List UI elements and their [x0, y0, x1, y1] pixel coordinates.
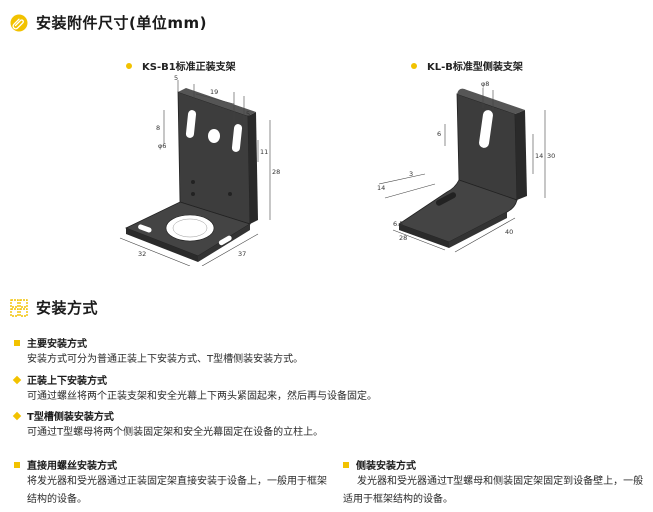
dim-label: φ8	[481, 80, 489, 88]
dim-label: 6.5	[393, 220, 403, 228]
bracket2-caption-text: KL-B标准型侧装支架	[427, 62, 523, 73]
dim-label: 37	[238, 250, 246, 258]
bullet-diamond-icon	[12, 411, 22, 420]
bullet-square-icon	[343, 461, 349, 468]
dim-label: 14	[535, 152, 543, 160]
front-method-title: 正装上下安装方式	[27, 376, 107, 387]
grid-icon	[10, 298, 28, 317]
paperclip-icon	[10, 14, 28, 32]
front-method-heading: 正装上下安装方式	[12, 372, 107, 387]
dim-label: 11	[260, 148, 268, 156]
dim-label: 3	[409, 170, 413, 178]
side-method-title: 侧装安装方式	[356, 461, 416, 472]
dim-label: 5	[174, 74, 178, 82]
bullet-diamond-icon	[12, 375, 22, 384]
side-method-text: 发光器和受光器通过T型螺母和侧装固定架固定到设备壁上，一般适用于框架结构的设备。	[343, 476, 644, 505]
dim-label: 32	[138, 250, 146, 258]
dim-label: 28	[399, 234, 407, 242]
bullet-square-icon	[14, 461, 20, 468]
direct-method-text: 将发光器和受光器通过正装固定架直接安装于设备上，一般用于框架结构的设备。	[27, 476, 327, 505]
section-header-dimensions: 安装附件尺寸(单位mm)	[10, 12, 207, 33]
dim-label: 28	[272, 168, 280, 176]
dim-label: 40	[505, 228, 513, 236]
main-method-title: 主要安装方式	[27, 339, 87, 350]
dim-label: φ6	[158, 142, 166, 150]
dim-label: 6	[437, 130, 441, 138]
bracket1-caption-text: KS-B1标准正装支架	[142, 62, 236, 73]
bracket2-caption: KL-B标准型侧装支架	[411, 58, 523, 73]
bracket1-drawing: 5 19 5 8 11 φ6 28 32 37	[119, 74, 280, 266]
section-header-installation: 安装方式	[10, 297, 98, 318]
direct-method-heading: 直接用螺丝安装方式	[14, 457, 117, 472]
bracket2-drawing: φ8 6 14 30 14 3 6.5 28 40	[377, 80, 555, 253]
dim-label: 19	[210, 88, 218, 96]
bullet-square-icon	[14, 339, 20, 346]
section-title: 安装附件尺寸(单位mm)	[36, 14, 207, 32]
side-method-heading: 侧装安装方式	[343, 457, 416, 472]
dim-label: 8	[156, 124, 160, 132]
dim-label: 5	[246, 110, 250, 118]
bullet-dot-icon	[126, 62, 132, 69]
front-method-text: 可通过螺丝将两个正装支架和安全光幕上下两头紧固起来，然后再与设备固定。	[27, 391, 377, 402]
dim-label: 30	[547, 152, 555, 160]
main-method-text: 安装方式可分为普通正装上下安装方式、T型槽侧装安装方式。	[27, 354, 304, 365]
tslot-method-text: 可通过T型螺母将两个侧装固定架和安全光幕固定在设备的立柱上。	[27, 427, 324, 438]
main-method-heading: 主要安装方式	[14, 335, 87, 350]
dim-label: 14	[377, 184, 385, 192]
tslot-method-heading: T型槽侧装安装方式	[12, 408, 114, 423]
tslot-method-title: T型槽侧装安装方式	[27, 412, 114, 423]
direct-method-title: 直接用螺丝安装方式	[27, 461, 117, 472]
section-title: 安装方式	[36, 299, 99, 317]
bracket1-caption: KS-B1标准正装支架	[126, 58, 236, 73]
bullet-dot-icon	[411, 62, 417, 69]
